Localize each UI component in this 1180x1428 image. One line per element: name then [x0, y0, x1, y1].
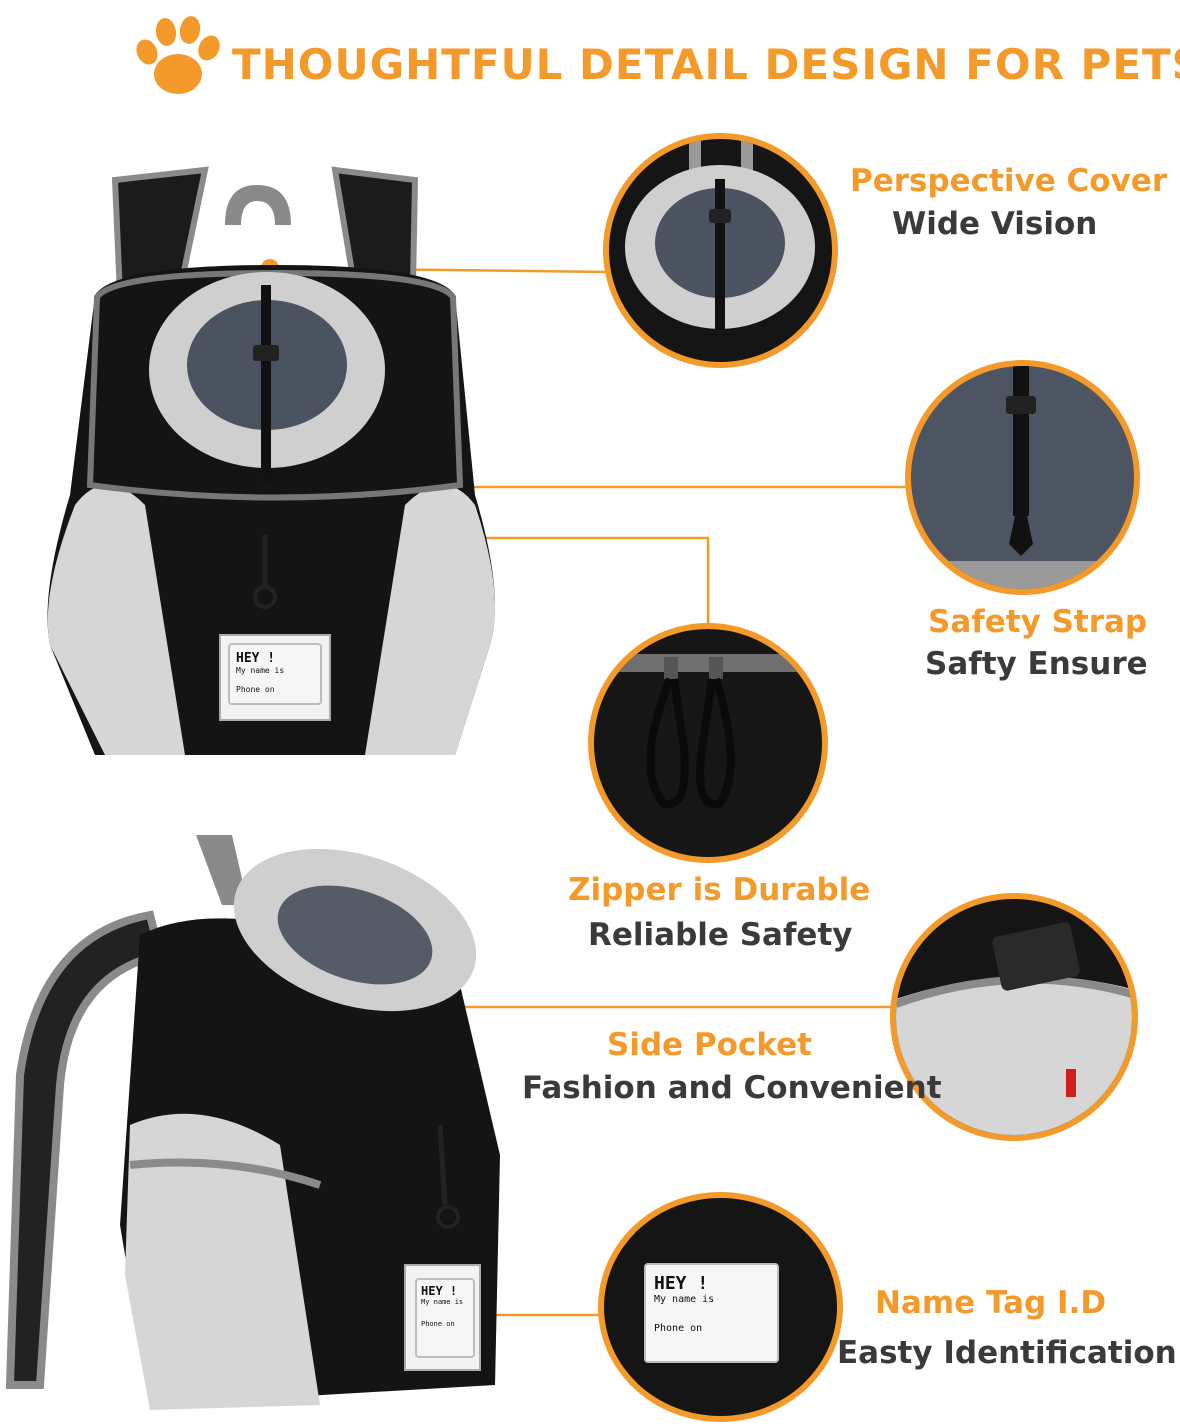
zipper-image — [594, 654, 822, 809]
perspective-cover-image — [625, 139, 815, 329]
feature-subtitle-zipper: Reliable Safety — [588, 917, 853, 953]
backpack-front-image — [47, 166, 495, 755]
name-tag-hey-side: HEY ! — [421, 1284, 458, 1298]
name-tag-card-zoom: HEY ! My name is Phone on — [644, 1263, 779, 1363]
feature-title-name-tag: Name Tag I.D — [875, 1285, 1107, 1321]
feature-title-side-pocket: Side Pocket — [607, 1027, 812, 1063]
detail-circle-zipper — [588, 623, 828, 863]
feature-subtitle-name-tag: Easty Identification — [837, 1335, 1177, 1371]
page-title: THOUGHTFUL DETAIL DESIGN FOR PETS — [232, 40, 1180, 89]
detail-circle-perspective-cover — [603, 133, 838, 368]
feature-title-perspective-cover: Perspective Cover — [850, 163, 1168, 199]
name-tag-phone-line-side: Phone on — [421, 1320, 455, 1328]
name-tag-name-line-zoom: My name is — [654, 1294, 715, 1305]
detail-circle-side-pocket — [890, 893, 1138, 1141]
detail-circle-name-tag: HEY ! My name is Phone on — [598, 1192, 843, 1422]
name-tag-phone-line: Phone on — [236, 685, 275, 694]
backpack-side-image — [5, 835, 500, 1410]
name-tag-card-side: HEY ! My name is Phone on — [415, 1278, 475, 1358]
paw-icon — [136, 16, 220, 94]
name-tag-name-line-side: My name is — [421, 1298, 464, 1306]
name-tag-card-front: HEY ! My name is Phone on — [228, 643, 322, 705]
detail-circle-safety-strap — [905, 360, 1140, 595]
header: THOUGHTFUL DETAIL DESIGN FOR PETS — [0, 0, 1180, 110]
side-pocket-image — [896, 922, 1132, 1135]
name-tag-hey: HEY ! — [236, 651, 276, 666]
feature-title-safety-strap: Safety Strap — [928, 604, 1148, 640]
feature-title-zipper: Zipper is Durable — [568, 872, 871, 908]
feature-subtitle-side-pocket: Fashion and Convenient — [522, 1070, 942, 1106]
safety-strap-image — [911, 366, 1134, 589]
feature-subtitle-safety-strap: Safty Ensure — [925, 646, 1148, 682]
feature-subtitle-perspective-cover: Wide Vision — [892, 206, 1098, 242]
name-tag-hey-zoom: HEY ! — [654, 1273, 709, 1294]
name-tag-phone-line-zoom: Phone on — [654, 1323, 703, 1334]
name-tag-name-line: My name is — [236, 666, 285, 675]
